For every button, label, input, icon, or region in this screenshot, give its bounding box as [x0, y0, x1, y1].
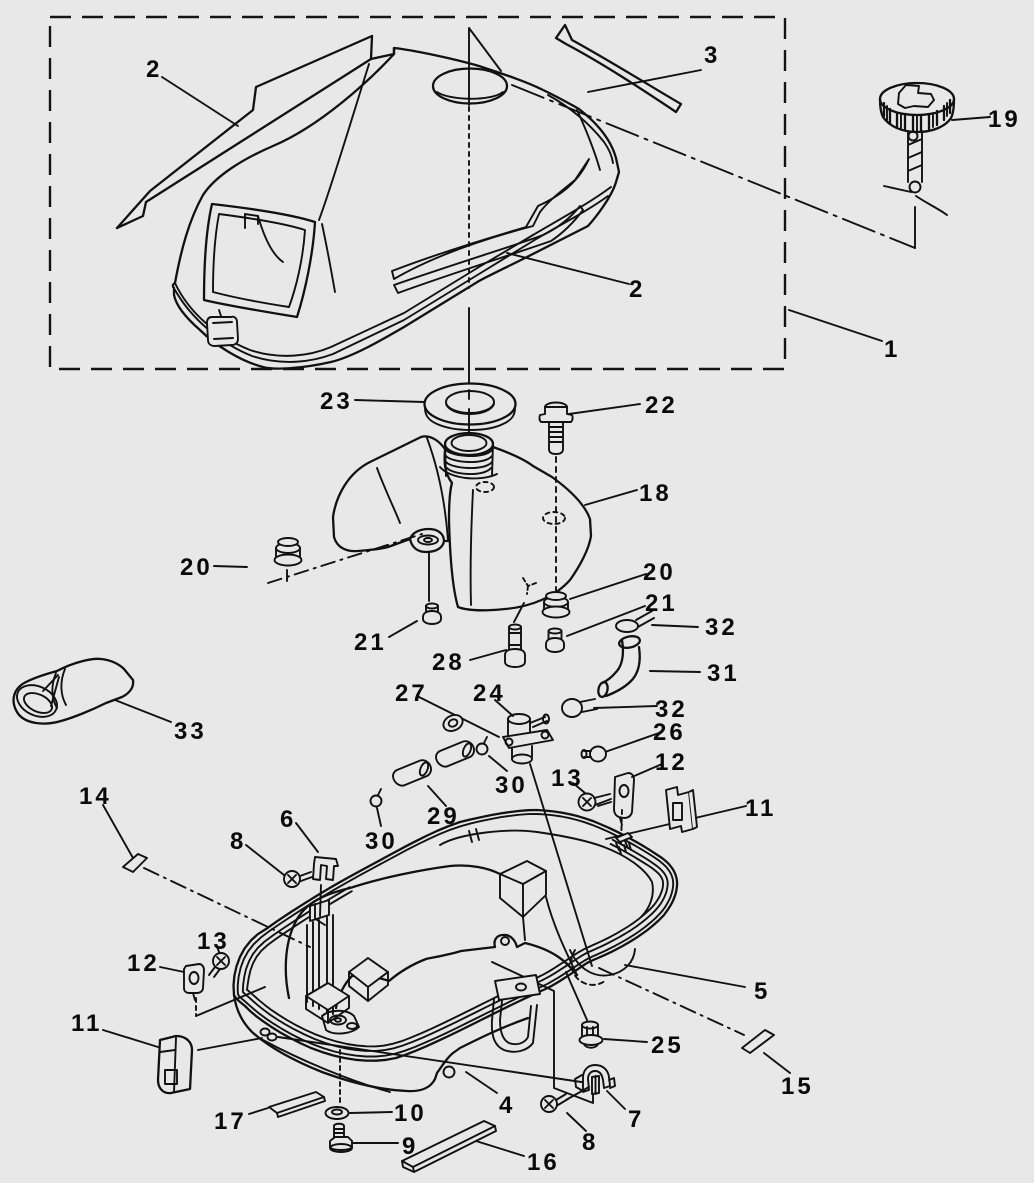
svg-text:8: 8: [582, 1129, 598, 1156]
svg-text:13: 13: [551, 765, 584, 792]
svg-text:28: 28: [432, 649, 465, 676]
svg-text:23: 23: [320, 388, 353, 415]
svg-text:18: 18: [639, 480, 672, 507]
svg-text:13: 13: [197, 928, 230, 955]
svg-text:32: 32: [705, 614, 738, 641]
svg-text:14: 14: [79, 783, 112, 810]
svg-text:32: 32: [655, 696, 688, 723]
svg-text:21: 21: [645, 590, 678, 617]
svg-text:7: 7: [628, 1106, 644, 1133]
svg-text:24: 24: [473, 680, 506, 707]
svg-text:30: 30: [365, 828, 398, 855]
svg-text:22: 22: [645, 392, 678, 419]
svg-text:11: 11: [745, 795, 776, 822]
svg-text:3: 3: [704, 42, 720, 69]
svg-text:12: 12: [127, 950, 160, 977]
svg-text:4: 4: [499, 1092, 515, 1119]
svg-text:16: 16: [527, 1149, 560, 1176]
svg-text:30: 30: [495, 772, 528, 799]
svg-text:8: 8: [230, 828, 246, 855]
svg-text:20: 20: [643, 559, 676, 586]
svg-text:2: 2: [146, 56, 162, 83]
svg-text:29: 29: [427, 803, 460, 830]
svg-text:10: 10: [394, 1100, 427, 1127]
svg-text:31: 31: [707, 660, 740, 687]
svg-text:20: 20: [180, 554, 213, 581]
svg-text:19: 19: [988, 106, 1021, 133]
svg-text:12: 12: [655, 749, 688, 776]
svg-text:15: 15: [781, 1073, 814, 1100]
svg-text:21: 21: [354, 629, 387, 656]
svg-text:33: 33: [174, 718, 207, 745]
svg-text:25: 25: [651, 1032, 684, 1059]
svg-text:9: 9: [402, 1133, 418, 1160]
svg-text:27: 27: [395, 680, 428, 707]
svg-text:2: 2: [629, 276, 645, 303]
svg-text:5: 5: [754, 978, 770, 1005]
svg-text:17: 17: [214, 1108, 247, 1135]
svg-text:1: 1: [884, 336, 900, 363]
svg-text:6: 6: [280, 806, 296, 833]
svg-text:11: 11: [71, 1010, 102, 1037]
svg-text:26: 26: [653, 719, 686, 746]
